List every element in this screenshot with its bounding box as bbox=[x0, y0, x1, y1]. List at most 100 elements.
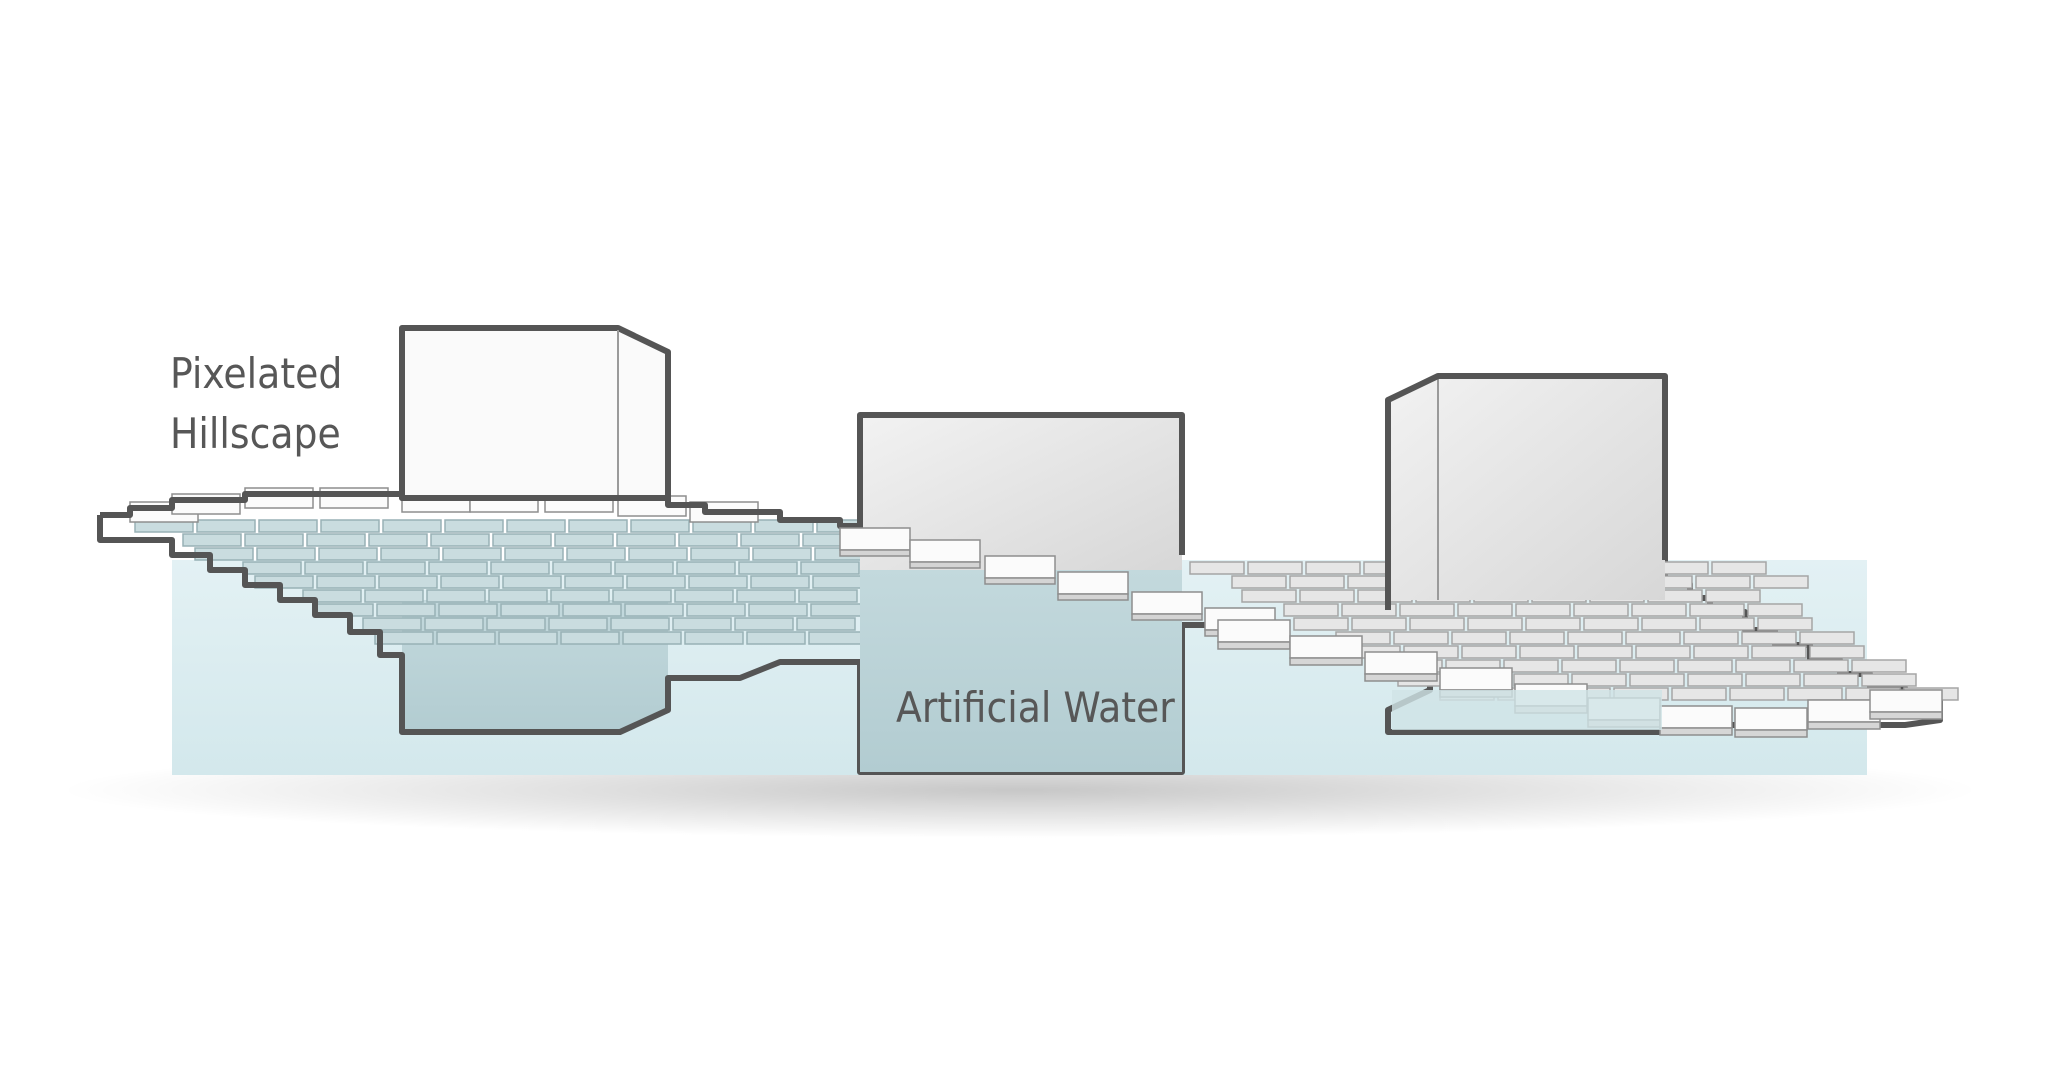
stair-tile bbox=[1057, 571, 1129, 595]
right-hill-tile bbox=[1231, 575, 1287, 589]
left-hill-tile bbox=[488, 589, 548, 603]
right-front-tile bbox=[1439, 667, 1513, 691]
left-hill-tile bbox=[798, 589, 858, 603]
left-hill-tile bbox=[256, 547, 316, 561]
left-hill-tile bbox=[486, 617, 546, 631]
left-hill-tile bbox=[566, 547, 626, 561]
left-hill-tile bbox=[684, 631, 744, 645]
left-hill-tile bbox=[610, 617, 670, 631]
left-hill-tile bbox=[244, 533, 304, 547]
left-hill-tile bbox=[502, 575, 562, 589]
left-hill-tile bbox=[552, 561, 612, 575]
left-hill-tile bbox=[612, 589, 672, 603]
left-block bbox=[399, 325, 671, 501]
left-hill-tile bbox=[734, 617, 794, 631]
right-hill-tile bbox=[1625, 631, 1681, 645]
right-hill-section bbox=[1189, 373, 1959, 738]
left-hill-tile bbox=[366, 561, 426, 575]
left-hill-tile bbox=[560, 631, 620, 645]
left-hill-tile bbox=[562, 603, 622, 617]
right-hill-tile bbox=[1525, 617, 1581, 631]
right-hill-tile bbox=[1689, 603, 1745, 617]
right-hill-tile bbox=[1711, 561, 1767, 575]
left-hill-tile bbox=[442, 547, 502, 561]
left-hill-tile bbox=[630, 519, 690, 533]
left-hill-tile bbox=[622, 631, 682, 645]
left-hill-tile bbox=[382, 519, 442, 533]
right-front-tile-side bbox=[1807, 721, 1881, 730]
right-hill-tile bbox=[1683, 631, 1739, 645]
left-hill-tile bbox=[686, 603, 746, 617]
right-front-tile-side bbox=[1217, 641, 1291, 650]
hillscape-label-line1: Pixelated bbox=[170, 349, 342, 398]
right-hill-tile bbox=[1705, 589, 1761, 603]
stair-tile-side bbox=[984, 577, 1056, 585]
left-hill-tile bbox=[380, 547, 440, 561]
left-hill-tile bbox=[672, 617, 732, 631]
left-hill-tile bbox=[258, 519, 318, 533]
stair-tile-side bbox=[1131, 613, 1203, 621]
left-hill-tile bbox=[490, 561, 550, 575]
right-front-tile-side bbox=[1289, 657, 1363, 666]
right-front-tile bbox=[1869, 689, 1943, 713]
left-hill-tile bbox=[444, 519, 504, 533]
left-hill-tile bbox=[378, 575, 438, 589]
right-hill-tile bbox=[1757, 617, 1813, 631]
right-hill-tile bbox=[1571, 673, 1627, 687]
right-front-tile bbox=[1289, 635, 1363, 659]
left-hill-tile bbox=[498, 631, 558, 645]
right-front-tile bbox=[1807, 699, 1881, 723]
left-hill-tile bbox=[568, 519, 628, 533]
right-block-outline bbox=[1385, 373, 1668, 610]
left-hill-tile bbox=[368, 533, 428, 547]
right-hill-tile bbox=[1699, 617, 1755, 631]
right-hill-tile bbox=[1467, 617, 1523, 631]
left-hill-tile bbox=[748, 603, 808, 617]
right-hill-tile bbox=[1629, 673, 1685, 687]
right-hill-tile bbox=[1409, 617, 1465, 631]
right-hill-tile bbox=[1461, 645, 1517, 659]
right-front-tile bbox=[1364, 651, 1438, 675]
right-front-tile-side bbox=[1734, 729, 1808, 738]
left-hill-tile bbox=[624, 603, 684, 617]
right-block-submerged bbox=[1392, 690, 1662, 730]
right-hill-tile bbox=[1799, 631, 1855, 645]
left-hill-tile bbox=[674, 589, 734, 603]
right-hill-tile bbox=[1677, 659, 1733, 673]
right-hill-tile bbox=[1735, 659, 1791, 673]
left-hill-tile bbox=[364, 589, 424, 603]
stair-tile-side bbox=[1057, 593, 1129, 601]
right-hill-tile bbox=[1289, 575, 1345, 589]
left-hill-tile bbox=[616, 533, 676, 547]
stair-tile bbox=[909, 539, 981, 563]
right-hill-tile bbox=[1641, 617, 1697, 631]
right-hill-tile bbox=[1283, 603, 1339, 617]
left-hill-tile bbox=[736, 589, 796, 603]
right-hill-tile bbox=[1793, 659, 1849, 673]
right-hill-tile bbox=[1687, 673, 1743, 687]
right-front-tile bbox=[1217, 619, 1291, 643]
right-hill-tile bbox=[1457, 603, 1513, 617]
right-hill-tile bbox=[1561, 659, 1617, 673]
left-hill-tile bbox=[316, 575, 376, 589]
left-hill-tile bbox=[320, 519, 380, 533]
right-hill-tile bbox=[1671, 687, 1727, 701]
right-front-tile-side bbox=[1659, 727, 1733, 736]
left-hill-tile bbox=[676, 561, 736, 575]
left-hill-tile bbox=[808, 631, 868, 645]
right-hill-tile bbox=[1787, 687, 1843, 701]
left-hill-tile bbox=[550, 589, 610, 603]
left-hill-tile bbox=[318, 547, 378, 561]
right-hill-tile bbox=[1509, 631, 1565, 645]
right-hill-tile bbox=[1189, 561, 1245, 575]
left-hill-tile bbox=[750, 575, 810, 589]
right-hill-tile bbox=[1695, 575, 1751, 589]
stair-tile-side bbox=[909, 561, 981, 569]
left-hill-tile bbox=[690, 547, 750, 561]
left-hill-tile bbox=[440, 575, 500, 589]
left-hill-tile bbox=[548, 617, 608, 631]
left-hill-tile bbox=[306, 533, 366, 547]
left-hill-tile bbox=[500, 603, 560, 617]
left-hill-tile bbox=[430, 533, 490, 547]
left-hill-tile bbox=[554, 533, 614, 547]
